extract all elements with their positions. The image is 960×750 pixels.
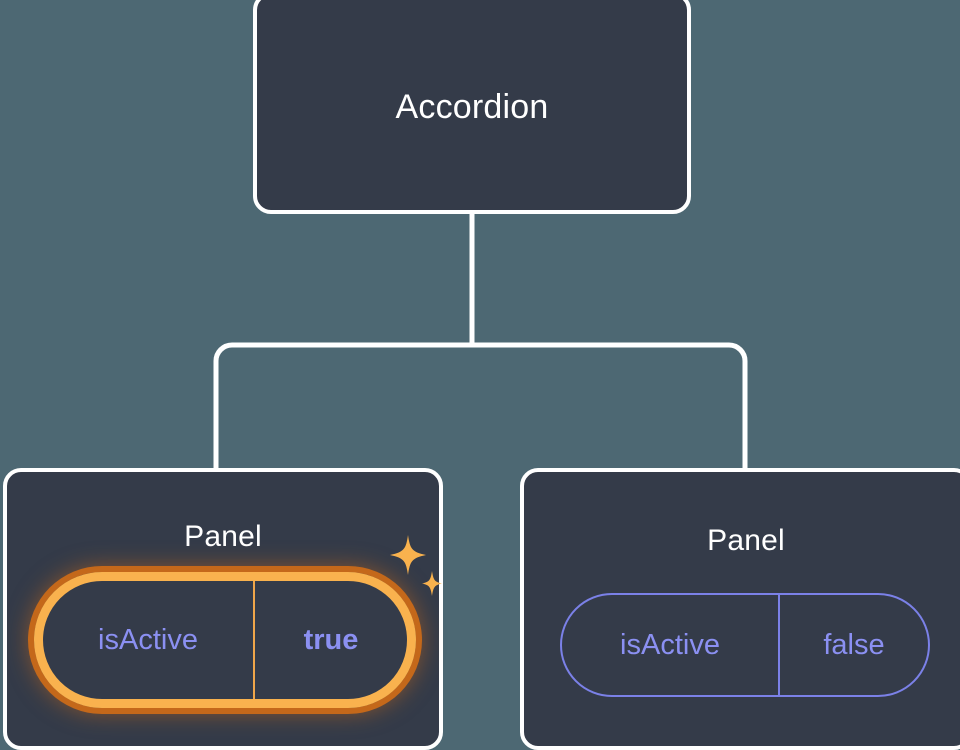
node-panel-active-title: Panel xyxy=(184,520,262,553)
node-panel-inactive-title: Panel xyxy=(707,524,785,557)
prop-value: true xyxy=(253,581,407,699)
prop-key: isActive xyxy=(620,628,720,661)
node-accordion-title: Accordion xyxy=(395,88,549,126)
node-panel-inactive[interactable]: Panel isActive false xyxy=(520,468,960,750)
prop-value: false xyxy=(778,595,928,695)
prop-key: isActive xyxy=(98,623,198,656)
diagram-canvas: Accordion Panel isActive true Panel isAc… xyxy=(3,0,960,750)
node-accordion[interactable]: Accordion xyxy=(253,0,691,214)
prop-pill-isactive-true[interactable]: isActive true xyxy=(34,572,416,708)
edge-to-panel-right xyxy=(472,342,748,470)
prop-pill-isactive-false[interactable]: isActive false xyxy=(560,593,930,697)
edge-to-panel-left xyxy=(213,342,472,470)
